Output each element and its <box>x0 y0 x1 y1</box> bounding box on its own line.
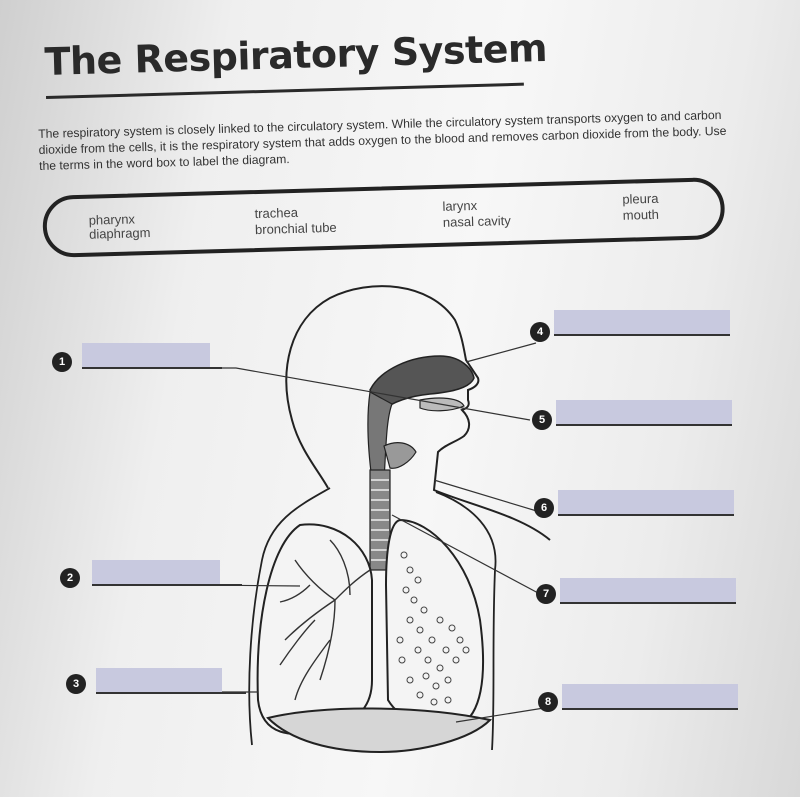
label-number-3: 3 <box>66 674 86 694</box>
label-number-6: 6 <box>534 498 554 518</box>
answer-box-6[interactable] <box>558 490 734 514</box>
answer-box-5[interactable] <box>556 400 732 424</box>
answer-box-8[interactable] <box>562 684 738 708</box>
label-number-2: 2 <box>60 568 80 588</box>
label-number-5: 5 <box>532 410 552 430</box>
left-lung <box>256 523 373 735</box>
answer-line-8 <box>562 708 738 710</box>
trachea-rings <box>371 479 389 561</box>
label-number-8: 8 <box>538 692 558 712</box>
answer-line-7 <box>560 602 736 604</box>
answer-box-4[interactable] <box>554 310 730 334</box>
pharynx-shape <box>367 391 393 481</box>
answer-line-4 <box>554 334 730 336</box>
answer-line-3 <box>96 692 246 694</box>
head-outline <box>285 285 551 541</box>
answer-line-2 <box>92 584 242 586</box>
answer-box-7[interactable] <box>560 578 736 602</box>
label-number-7: 7 <box>536 584 556 604</box>
answer-line-1 <box>82 367 222 369</box>
answer-box-1[interactable] <box>82 343 210 367</box>
diaphragm-shape <box>266 707 493 754</box>
label-number-1: 1 <box>52 352 72 372</box>
larynx-shape <box>383 442 417 469</box>
nasal-cavity-shape <box>369 355 475 414</box>
answer-box-2[interactable] <box>92 560 220 584</box>
torso-outline <box>248 487 497 751</box>
alveoli-clusters <box>396 551 470 706</box>
answer-line-6 <box>558 514 734 516</box>
answer-box-3[interactable] <box>96 668 222 692</box>
right-lung <box>384 518 485 730</box>
label-number-4: 4 <box>530 322 550 342</box>
bronchial-tree <box>279 539 371 701</box>
answer-line-5 <box>556 424 732 426</box>
